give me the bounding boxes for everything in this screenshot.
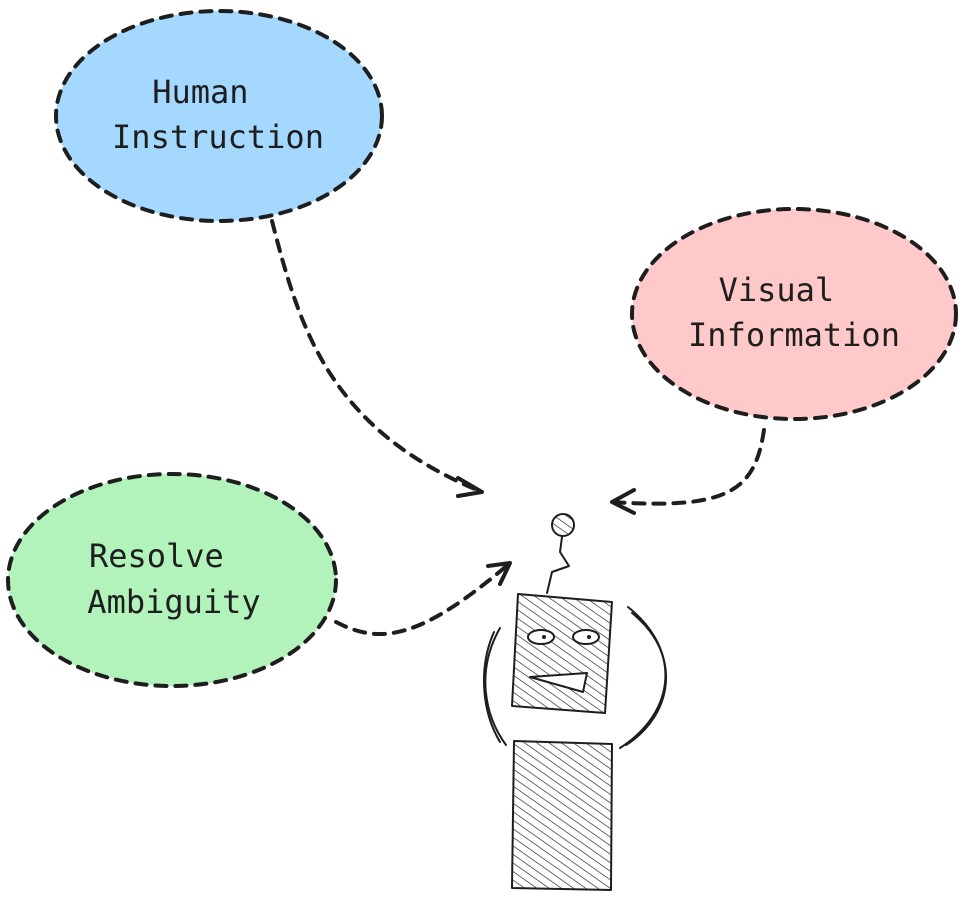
arrow-ambiguity-to-robot	[334, 561, 512, 637]
robot-right-arm	[619, 606, 667, 749]
robot-right-arm-stroke2	[625, 612, 667, 746]
human-instruction-line1: Human	[152, 73, 248, 111]
robot-right-eye	[572, 629, 600, 645]
robot-left-arm-stroke2	[483, 631, 501, 743]
human-instruction-line2: Instruction	[112, 118, 324, 156]
arrow-human-to-robot	[270, 219, 484, 498]
robot-body	[511, 740, 613, 891]
svg-text:Visual Information: Visual Information	[688, 271, 900, 354]
visual-information-outline	[630, 207, 958, 421]
robot-left-eye	[527, 629, 555, 645]
human-instruction-outline	[54, 9, 384, 223]
robot-head	[511, 593, 613, 714]
human-instruction-ellipse	[56, 11, 382, 221]
human-instruction-bubble: Human Instruction	[54, 9, 384, 223]
visual-information-line1: Visual	[719, 271, 835, 309]
robot-antenna-ball	[551, 513, 575, 537]
resolve-ambiguity-bubble: Resolve Ambiguity	[6, 472, 338, 688]
robot-antenna	[546, 536, 570, 594]
visual-information-ellipse	[632, 209, 956, 419]
robot-left-arm	[484, 627, 507, 746]
visual-information-line2: Information	[688, 316, 900, 354]
visual-information-bubble: Visual Information	[630, 207, 958, 421]
resolve-ambiguity-outline	[6, 472, 338, 688]
robot-icon	[483, 513, 667, 891]
svg-text:Resolve Ambiguity: Resolve Ambiguity	[87, 537, 260, 621]
resolve-ambiguity-ellipse	[8, 474, 336, 686]
arrow-visual-to-robot	[610, 428, 766, 515]
robot-mouth	[529, 672, 588, 693]
svg-text:Human Instruction: Human Instruction	[112, 73, 324, 156]
resolve-ambiguity-line1: Resolve	[89, 537, 224, 575]
resolve-ambiguity-line2: Ambiguity	[87, 583, 260, 621]
